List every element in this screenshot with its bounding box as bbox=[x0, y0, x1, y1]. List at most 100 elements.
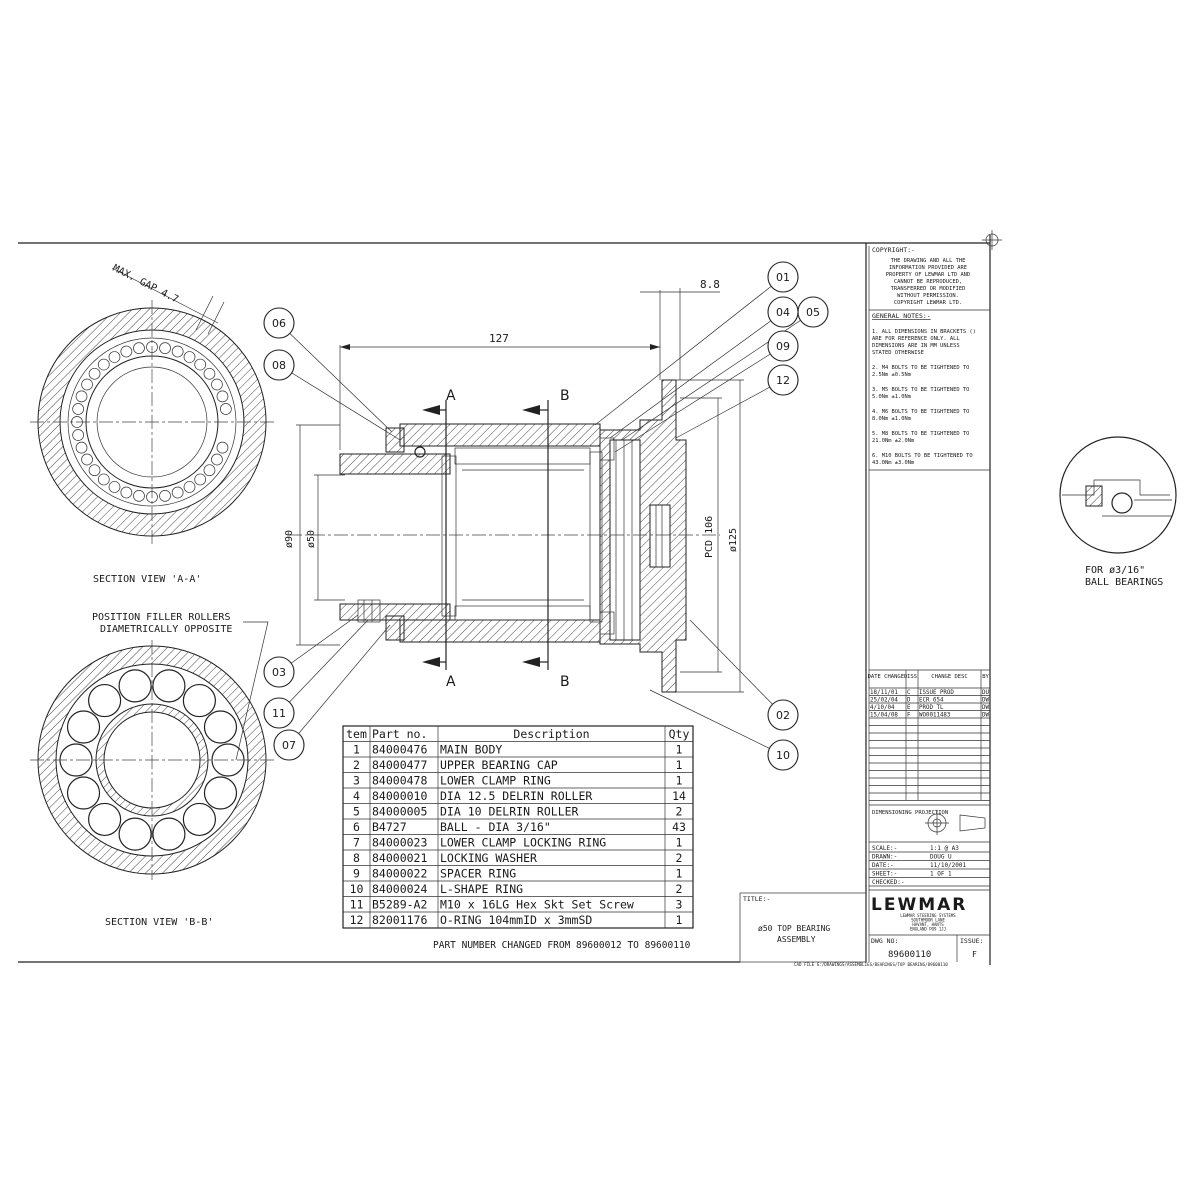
rev-cell: DW bbox=[982, 705, 989, 711]
brand-address-line: HAVANT, HANTS bbox=[912, 922, 944, 927]
title-label: TITLE:- bbox=[743, 895, 770, 903]
balloon-circle bbox=[767, 699, 799, 731]
table-cell: 4 bbox=[353, 789, 360, 803]
table-cell: LOWER CLAMP LOCKING RING bbox=[440, 836, 606, 850]
balloon-circle bbox=[767, 739, 799, 771]
table-cell: 5 bbox=[353, 805, 360, 819]
rev-cell: 4/10/04 bbox=[870, 705, 895, 711]
table-cell: B4727 bbox=[372, 820, 407, 834]
sheet-border bbox=[18, 230, 1002, 965]
table-cell: 2 bbox=[676, 805, 683, 819]
roller bbox=[152, 669, 186, 703]
filler-note-line1: POSITION FILLER ROLLERS bbox=[92, 612, 230, 623]
detail-caption-line2: BALL BEARINGS bbox=[1085, 577, 1163, 588]
ball bbox=[88, 464, 101, 477]
table-cell: 84000024 bbox=[372, 882, 427, 896]
roller bbox=[152, 817, 186, 851]
general-note-line: 3. M5 BOLTS TO BE TIGHTENED TO bbox=[872, 387, 969, 393]
balloon-circle bbox=[797, 296, 829, 328]
detail-caption-line1: FOR ø3/16" bbox=[1085, 565, 1145, 576]
table-cell: 14 bbox=[672, 789, 686, 803]
dwg-no-label: DWG NO: bbox=[871, 937, 898, 945]
meta-label: SHEET:- bbox=[872, 871, 897, 878]
max-gap-label: MAX. GAP 4.7 bbox=[111, 263, 180, 306]
ball bbox=[194, 473, 207, 486]
section-bb-caption: SECTION VIEW 'B-B' bbox=[105, 917, 213, 928]
general-note-line: ARE FOR REFERENCE ONLY. ALL bbox=[872, 336, 960, 342]
brand-address-line: SOUTHMOOR LANE bbox=[911, 918, 945, 923]
meta-value: DOUG U bbox=[930, 854, 952, 861]
table-header-cell: Description bbox=[513, 727, 589, 741]
section-aa-caption: SECTION VIEW 'A-A' bbox=[93, 574, 201, 585]
meta-value: 1:1 @ A3 bbox=[930, 845, 959, 852]
ball bbox=[159, 342, 171, 354]
cut-label-a-bottom: A bbox=[446, 674, 456, 690]
balloon-label: 10 bbox=[776, 749, 790, 762]
ball bbox=[203, 367, 216, 380]
ball bbox=[133, 342, 145, 354]
roller bbox=[182, 683, 216, 718]
leader-line bbox=[594, 276, 784, 426]
general-note-line: 2. M4 BOLTS TO BE TIGHTENED TO bbox=[872, 365, 969, 371]
general-note-line: 21.0Nm ±2.0Nm bbox=[872, 438, 914, 444]
rev-cell: 15/04/08 bbox=[870, 713, 898, 719]
rev-cell: WO0011483 bbox=[919, 713, 951, 719]
ball bbox=[216, 390, 229, 403]
part-number-change-note: PART NUMBER CHANGED FROM 89600012 TO 896… bbox=[433, 940, 691, 951]
table-cell: LOCKING WASHER bbox=[440, 851, 537, 865]
general-note-line: 43.0Nm ±3.0Nm bbox=[872, 460, 914, 466]
table-cell: 84000021 bbox=[372, 851, 427, 865]
ball bbox=[88, 367, 101, 380]
general-note-line: STATED OTHERWISE bbox=[872, 350, 924, 356]
table-cell: UPPER BEARING CAP bbox=[440, 758, 558, 772]
rev-cell: F bbox=[907, 713, 911, 719]
title-block: COPYRIGHT:- THE DRAWING AND ALL THEINFOR… bbox=[739, 243, 990, 967]
ball bbox=[183, 351, 196, 363]
copyright-line: THE DRAWING AND ALL THE bbox=[891, 258, 966, 264]
table-cell: 1 bbox=[676, 867, 683, 881]
cut-label-a-top: A bbox=[446, 388, 456, 404]
meta-label: DATE:- bbox=[872, 862, 894, 869]
ball bbox=[97, 473, 110, 486]
general-note-line: 1. ALL DIMENSIONS IN BRACKETS () bbox=[872, 329, 976, 335]
rev-header-cell: BY bbox=[982, 674, 989, 680]
section-view-aa: MAX. GAP 4.7 SECTION VIEW 'A-A' bbox=[30, 263, 274, 585]
rev-cell: 18/11/01 bbox=[870, 690, 898, 696]
ball bbox=[220, 403, 232, 415]
cut-label-b-top: B bbox=[560, 388, 570, 404]
issue-label: ISSUE: bbox=[960, 937, 983, 945]
table-cell: BALL - DIA 3/16" bbox=[440, 820, 551, 834]
copyright-heading: COPYRIGHT:- bbox=[872, 246, 915, 254]
balloon-label: 07 bbox=[282, 739, 296, 752]
general-note-line: 5.0Nm ±1.0Nm bbox=[872, 394, 911, 400]
roller bbox=[66, 710, 101, 744]
table-cell: L-SHAPE RING bbox=[440, 882, 523, 896]
dim-dia50: ø50 bbox=[306, 530, 317, 548]
ball bbox=[120, 486, 133, 499]
roller bbox=[88, 683, 122, 718]
rev-cell: DW bbox=[982, 713, 989, 719]
table-cell: 84000477 bbox=[372, 758, 427, 772]
meta-value: 11/10/2001 bbox=[930, 862, 967, 869]
table-cell: 84000005 bbox=[372, 805, 427, 819]
drawing-title-line2: ASSEMBLY bbox=[777, 935, 816, 944]
table-header-cell: Qty bbox=[669, 727, 690, 741]
dim-8-8: 8.8 bbox=[700, 278, 720, 291]
balloon-label: 05 bbox=[806, 306, 820, 319]
balloon-circle bbox=[263, 656, 295, 688]
table-cell: 8 bbox=[353, 851, 360, 865]
balloon-circle bbox=[263, 349, 295, 381]
main-assembly-section: 127 8.8 ø90 ø50 PCD 106 ø125 A B A B bbox=[284, 278, 744, 693]
roller bbox=[203, 776, 238, 810]
rev-cell: DW bbox=[982, 698, 989, 704]
roller bbox=[118, 817, 152, 851]
ball bbox=[211, 453, 223, 466]
roller bbox=[182, 802, 216, 837]
copyright-line: PROPERTY OF LEWMAR LTD AND bbox=[886, 272, 970, 278]
brand-address-line: ENGLAND PO9 1JJ bbox=[910, 927, 946, 932]
rev-header-cell: ISS bbox=[907, 674, 917, 680]
balloon-label: 02 bbox=[776, 709, 790, 722]
table-cell: 2 bbox=[676, 882, 683, 896]
